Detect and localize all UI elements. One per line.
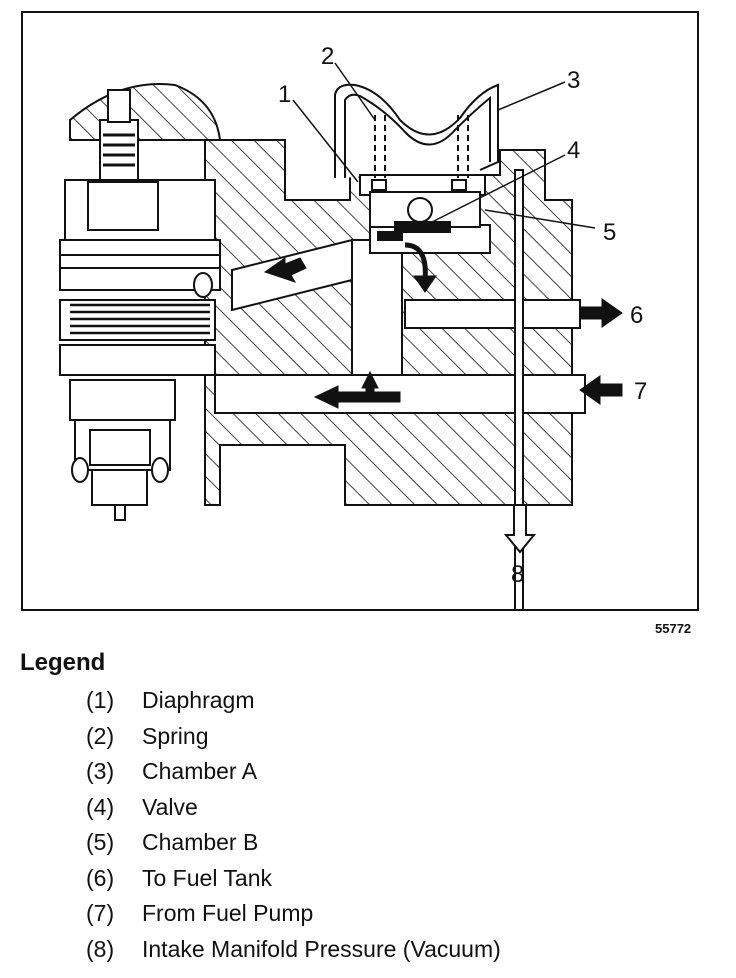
legend-label: Spring xyxy=(142,722,209,749)
callout-7: 7 xyxy=(634,378,647,405)
legend-item: (1) Diaphragm xyxy=(86,683,501,719)
flow-arrow-down-head xyxy=(413,275,437,293)
legend-label: Diaphragm xyxy=(142,687,255,714)
legend-label: From Fuel Pump xyxy=(142,900,314,927)
legend-label: Chamber B xyxy=(142,829,259,856)
valve xyxy=(377,197,451,241)
legend-number: (7) xyxy=(86,900,115,927)
flow-arrow-left xyxy=(313,385,401,409)
callout-1: 1 xyxy=(278,81,291,108)
callout-3: 3 xyxy=(567,67,580,94)
legend-label: Valve xyxy=(142,793,198,820)
legend-number: (5) xyxy=(86,829,115,856)
legend-label: To Fuel Tank xyxy=(142,864,272,891)
legend-number: (1) xyxy=(86,687,115,714)
regulator-diagram: 1 2 3 4 5 6 7 8 xyxy=(21,11,699,611)
legend-title: Legend xyxy=(20,649,106,676)
legend-item: (4) Valve xyxy=(86,790,501,826)
legend-item: (2) Spring xyxy=(86,719,501,755)
callout-5: 5 xyxy=(603,219,616,246)
arrow-vacuum xyxy=(503,504,537,554)
legend-item: (3) Chamber A xyxy=(86,754,501,790)
legend-number: (8) xyxy=(86,935,115,962)
flow-arrows xyxy=(263,242,623,409)
legend-label: Chamber A xyxy=(142,758,258,785)
figure-id: 55772 xyxy=(655,621,692,636)
legend-item: (7) From Fuel Pump xyxy=(86,896,501,932)
arrow-to-fuel-tank xyxy=(579,298,623,328)
flow-arrow-inlet xyxy=(263,257,307,283)
vacuum-line xyxy=(514,169,524,610)
legend-item: (8) Intake Manifold Pressure (Vacuum) xyxy=(86,932,501,968)
legend-list: (1) Diaphragm (2) Spring (3) Chamber A (4) V… xyxy=(86,683,501,967)
legend-number: (4) xyxy=(86,793,115,820)
callout-8: 8 xyxy=(511,561,524,588)
return-passage xyxy=(404,299,581,329)
callout-6: 6 xyxy=(630,302,643,329)
legend-item: (5) Chamber B xyxy=(86,825,501,861)
leader-lines xyxy=(292,62,596,229)
legend-number: (2) xyxy=(86,722,115,749)
legend-number: (6) xyxy=(86,864,115,891)
legend-item: (6) To Fuel Tank xyxy=(86,861,501,897)
legend-number: (3) xyxy=(86,758,115,785)
flow-arrow-down xyxy=(404,242,428,281)
arrow-from-fuel-pump xyxy=(579,375,623,405)
callout-2: 2 xyxy=(321,43,334,70)
vertical-channel xyxy=(351,239,403,376)
legend-label: Intake Manifold Pressure (Vacuum) xyxy=(142,935,501,962)
fuel-injector xyxy=(59,89,221,521)
callout-4: 4 xyxy=(567,137,580,164)
